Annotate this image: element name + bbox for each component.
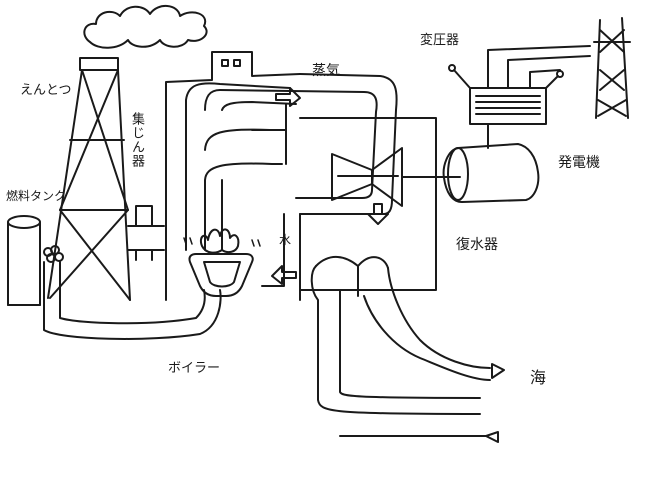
chimney (47, 57, 131, 301)
transmission-tower-icon (593, 17, 631, 119)
steam-label: 蒸気 (312, 63, 340, 79)
boiler-label: ボイラー (168, 361, 221, 376)
dust-collector (127, 205, 165, 261)
fuel-pipe (43, 261, 222, 340)
fuel-tank-label: 燃料タンク (6, 189, 67, 203)
steam-pipe (185, 82, 291, 251)
condenser-box (299, 117, 437, 291)
arrow-icon (485, 431, 499, 443)
fuel-tank (7, 215, 64, 306)
water-label: 水 (279, 233, 292, 247)
arrow-icon (491, 363, 505, 379)
sea-label: 海 (530, 368, 547, 387)
transformer-label: 変圧器 (420, 33, 460, 48)
generator-label: 発電機 (558, 155, 600, 171)
boiler-furnace (188, 253, 254, 297)
smoke-icon (83, 5, 208, 49)
chimney-label: えんとつ (20, 83, 72, 98)
flue-building (165, 51, 301, 301)
cooling-water-channels (310, 256, 491, 415)
arrow-icon (275, 87, 301, 107)
arrow-icon (367, 203, 389, 225)
generator (442, 123, 540, 203)
arrow-icon (271, 265, 297, 285)
flame-icon (199, 228, 240, 254)
condenser-label: 復水器 (456, 237, 498, 253)
dust-collector-label: 集じん器 (129, 112, 144, 168)
transformer (448, 45, 591, 125)
